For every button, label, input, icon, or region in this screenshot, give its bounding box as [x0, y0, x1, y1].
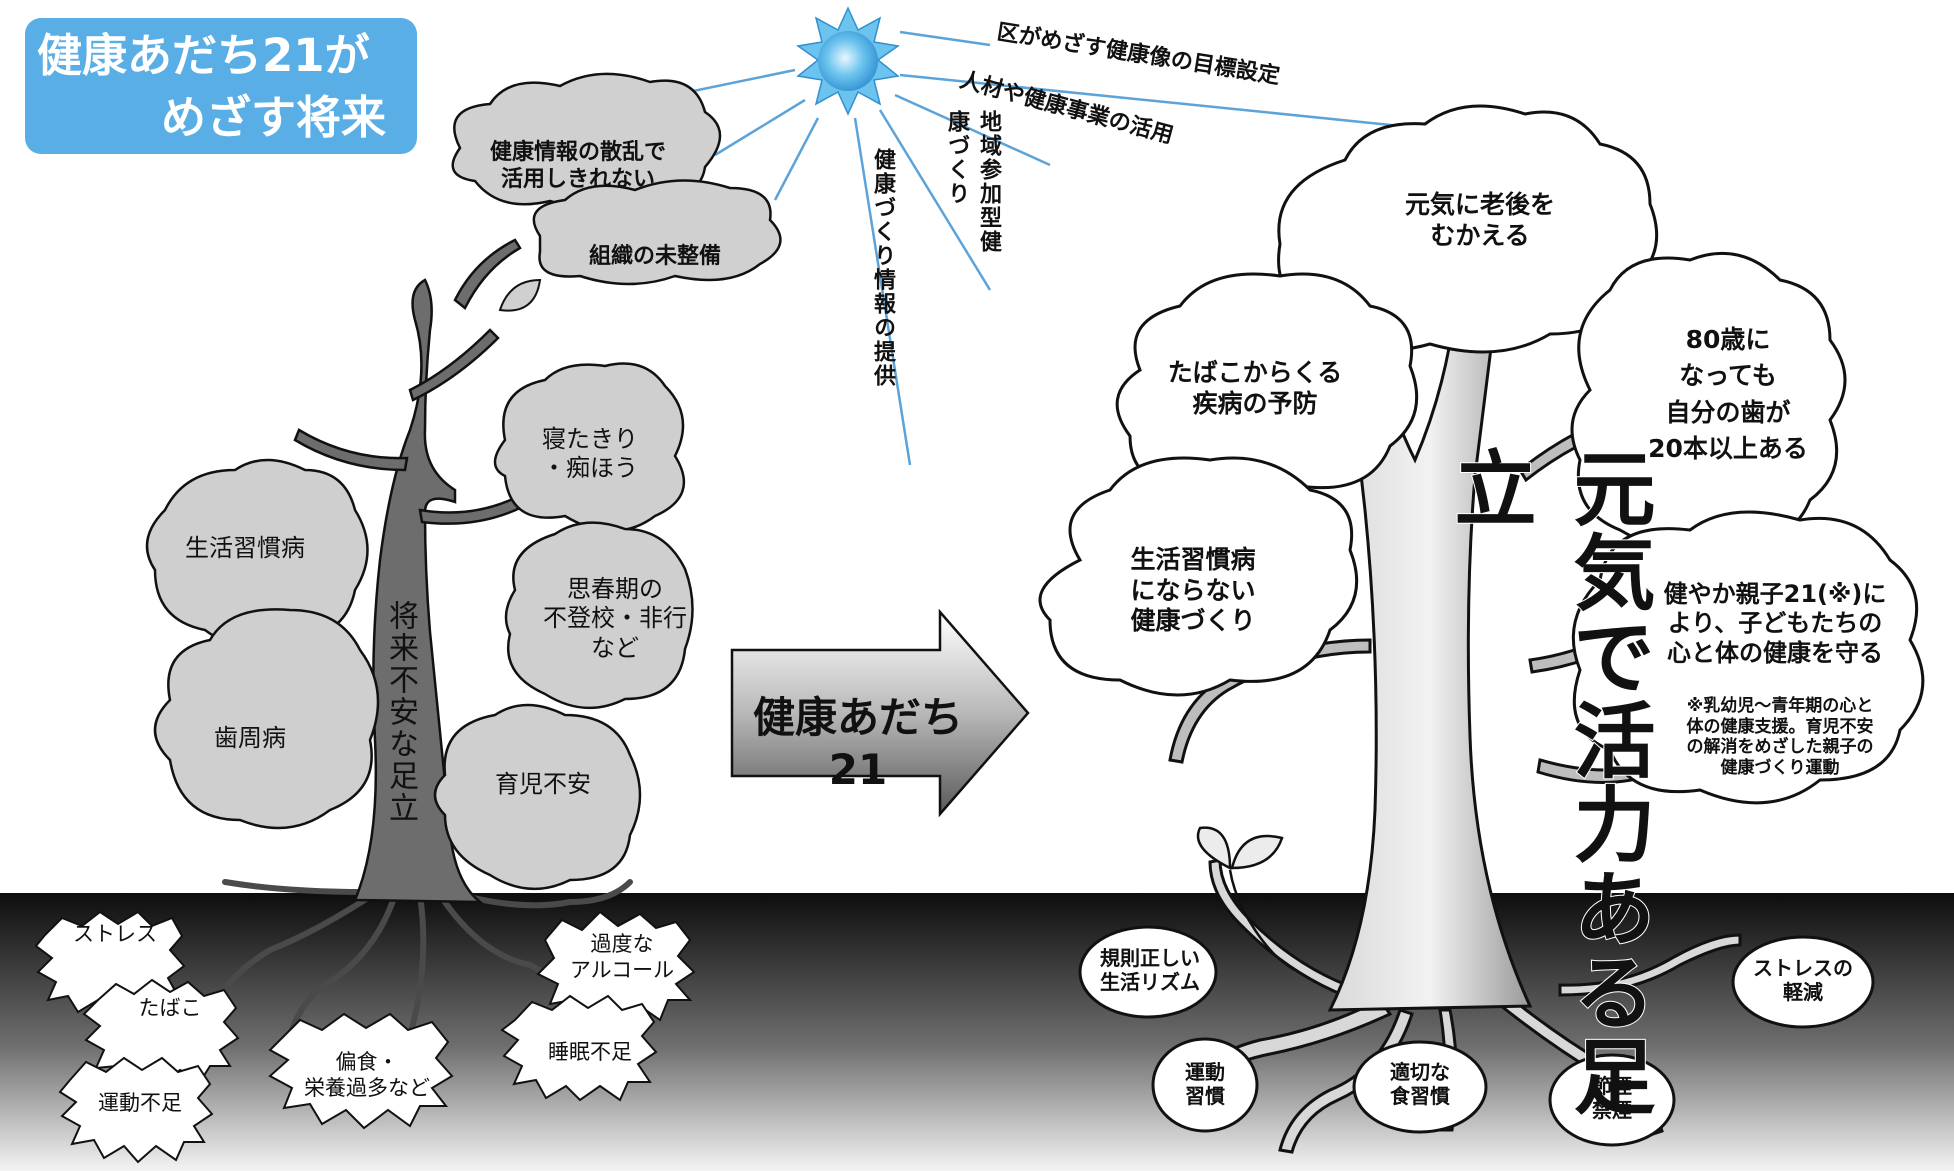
- title-banner: 健康あだち21が めざす将来像: [25, 18, 417, 207]
- ray-label-participation: 地域参加型健康づくり: [944, 110, 1001, 254]
- sun-icon: [796, 6, 900, 116]
- root-stress: ストレス: [73, 922, 157, 946]
- root-alcohol: 過度な アルコール: [569, 932, 675, 982]
- left-tree-trunk-shape: [293, 238, 537, 904]
- center-arrow: [730, 608, 1030, 818]
- cloud-org-undeveloped: 組織の未整備: [588, 244, 721, 269]
- cloud-healthy-old-age: 元気に老後を むかえる: [1404, 190, 1555, 250]
- arrow-label: 健康あだち21: [752, 693, 963, 794]
- left-tree-leaves: [145, 362, 694, 891]
- cloud-teeth-8020: 80歳に なっても 自分の歯が 20本以上ある: [1648, 325, 1808, 463]
- root-proper-diet: 適切な 食習慣: [1390, 1060, 1450, 1109]
- leaf-adolescence: 思春期の 不登校・非行 など: [543, 575, 687, 662]
- leaf-periodontal: 歯周病: [214, 724, 286, 752]
- cloud-info-scattered: 健康情報の散乱で 活用しきれない: [489, 140, 666, 192]
- title-line-1: 健康あだち21が: [37, 29, 370, 82]
- right-sprout: [1196, 826, 1296, 972]
- root-sleep: 睡眠不足: [548, 1040, 632, 1064]
- right-tree-clouds: [1038, 104, 1925, 805]
- left-tree-sprout-leaf: [498, 278, 542, 312]
- root-exercise-habit: 運動 習慣: [1185, 1060, 1225, 1109]
- root-unbalanced-diet: 偏食・ 栄養過多など: [304, 1050, 430, 1100]
- problem-clouds: [451, 72, 782, 286]
- root-lack-exercise: 運動不足: [98, 1091, 182, 1115]
- cloud-lifestyle-prevention: 生活習慣病 にならない 健康づくり: [1130, 545, 1256, 635]
- root-stress-reduction: ストレスの 軽減: [1753, 956, 1853, 1005]
- leaf-bedridden: 寝たきり ・痴ほう: [542, 425, 638, 483]
- cloud-tobacco-prevention: たばこからくる 疾病の予防: [1167, 358, 1343, 418]
- cloud-healthy-family-note: ※乳幼児～青年期の心と 体の健康支援。育児不安 の解消をめざした親子の 健康づく…: [1686, 696, 1874, 779]
- left-trunk-label: 将来不安な足立: [383, 600, 418, 824]
- leaf-lifestyle-disease: 生活習慣病: [185, 534, 305, 562]
- root-regular-rhythm: 規則正しい 生活リズム: [1100, 946, 1200, 995]
- cloud-healthy-family: 健やか親子21(※)に より、子どもたちの 心と体の健康を守る: [1663, 580, 1887, 667]
- right-trunk-label: 元気で活力ある足立: [1439, 445, 1655, 1119]
- ray-label-info: 健康づくり情報の提供: [870, 148, 895, 388]
- title-line-2: めざす将来像: [161, 91, 387, 207]
- root-tobacco: たばこ: [138, 996, 202, 1020]
- sun-rays: [639, 30, 1441, 466]
- left-root-badges: [34, 910, 696, 1164]
- right-root-badges: [1078, 925, 1875, 1147]
- leaf-childcare-anxiety: 育児不安: [495, 770, 591, 798]
- root-smoking-cessation: 節煙 禁煙: [1592, 1074, 1632, 1123]
